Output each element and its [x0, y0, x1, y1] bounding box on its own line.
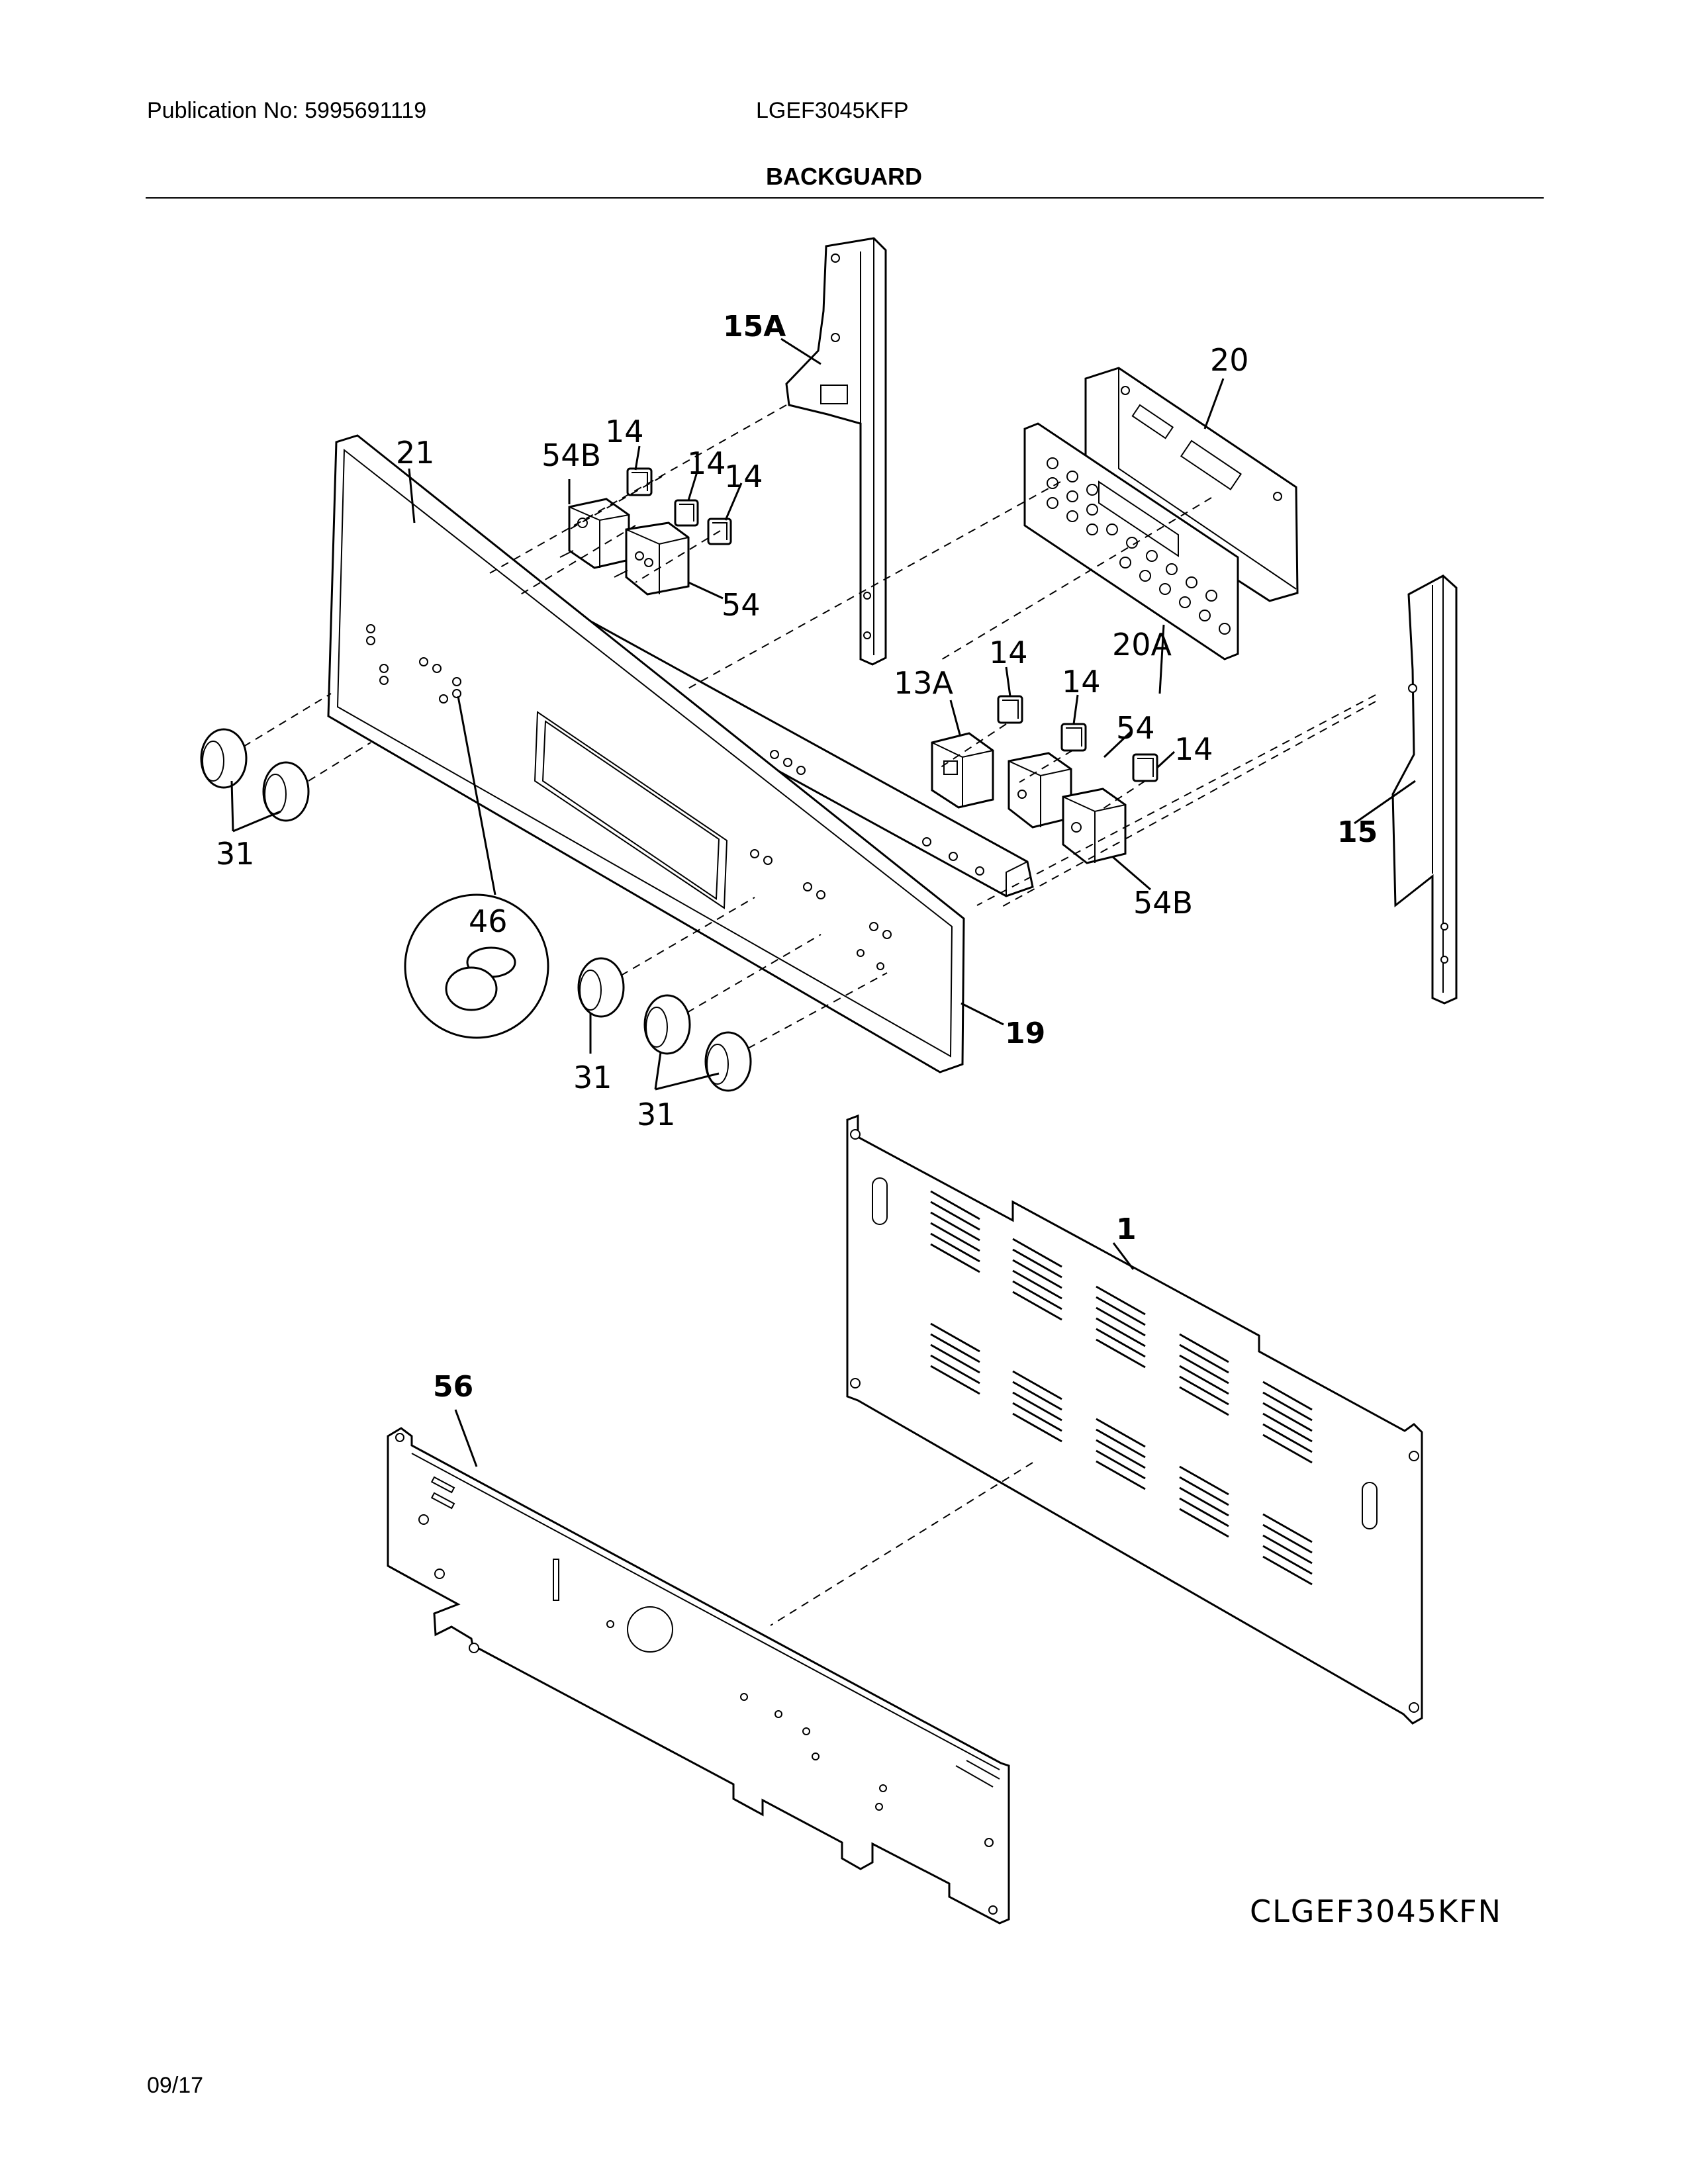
part-56-lower-panel	[387, 1427, 1010, 1925]
part-54b-infinite-switch-left	[559, 498, 630, 569]
part-13a-switch	[931, 732, 994, 809]
part-31-knob-4	[643, 994, 691, 1055]
publication-number: Publication No: 5995691119	[147, 98, 427, 123]
callout-20: 20	[1210, 342, 1249, 378]
callout-46: 46	[469, 903, 508, 939]
part-15-bracket	[1391, 574, 1458, 1005]
part-54-switch-right	[1008, 752, 1072, 829]
callout-15: 15	[1337, 815, 1378, 849]
callout-56: 56	[433, 1370, 473, 1404]
callout-14-b: 14	[687, 445, 726, 481]
part-46-detail	[404, 696, 549, 1039]
callout-21: 21	[396, 435, 435, 471]
callout-20a: 20A	[1112, 627, 1172, 662]
callout-14-f: 14	[1174, 731, 1213, 767]
callout-54-a: 54	[722, 587, 761, 623]
footer-date: 09/17	[147, 2073, 204, 2098]
callout-15a: 15A	[723, 310, 786, 343]
callout-1: 1	[1116, 1212, 1137, 1246]
callout-31-a: 31	[216, 836, 255, 872]
section-title: BACKGUARD	[766, 163, 922, 190]
part-15a-bracket	[785, 237, 887, 666]
callout-54b-b: 54B	[1133, 885, 1193, 921]
part-20a-keypad-overlay	[1023, 422, 1239, 660]
part-14-relay-a	[626, 467, 653, 496]
callout-14-c: 14	[724, 459, 763, 494]
part-31-knob-2	[262, 761, 310, 822]
callout-31-b: 31	[573, 1060, 612, 1095]
callout-14-a: 14	[605, 414, 644, 449]
callout-14-e: 14	[1062, 664, 1101, 700]
leader-lines	[230, 338, 1416, 1467]
assembly-dash-lines	[243, 404, 1376, 1626]
part-14-relay-e	[1060, 723, 1087, 752]
callout-13a: 13A	[894, 665, 954, 701]
model-number: LGEF3045KFP	[756, 98, 909, 123]
part-19-control-panel	[327, 434, 965, 1073]
part-31-knob-3	[577, 957, 625, 1018]
vent-slots	[930, 1190, 1313, 1586]
callout-54b-a: 54B	[541, 437, 601, 473]
part-14-relay-f	[1132, 753, 1158, 782]
part-14-relay-b	[674, 499, 699, 527]
callout-31-c: 31	[637, 1097, 676, 1132]
callout-54-b: 54	[1116, 710, 1155, 746]
part-54b-infinite-switch-right	[1062, 788, 1127, 864]
callout-19: 19	[1005, 1017, 1045, 1050]
callout-14-d: 14	[989, 635, 1028, 670]
part-54-switch-left	[614, 522, 690, 596]
part-14-relay-d	[997, 695, 1023, 724]
diagram-code: CLGEF3045KFN	[1250, 1893, 1502, 1929]
part-31-knob-5	[704, 1031, 752, 1092]
header-rule	[146, 197, 1544, 199]
part-31-knob-1	[200, 728, 248, 789]
part-1-rear-panel	[846, 1114, 1423, 1725]
